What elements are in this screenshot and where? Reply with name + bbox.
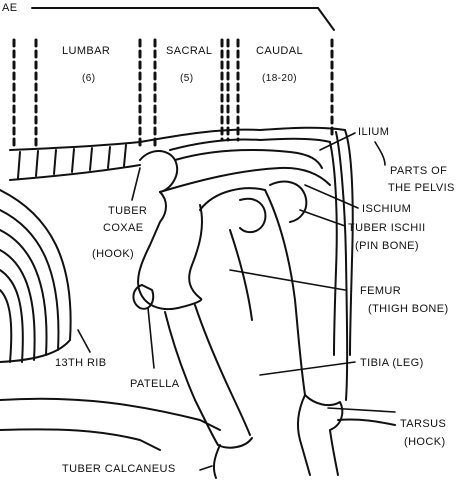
label-tuber: TUBER <box>108 205 147 218</box>
label-pin-bone: (PIN BONE) <box>355 240 419 253</box>
region-count-caudal: (18-20) <box>262 72 297 85</box>
label-tuber-calcaneus: TUBER CALCANEUS <box>62 463 176 476</box>
label-hook: (HOOK) <box>92 248 134 261</box>
label-ilium: ILIUM <box>358 126 389 139</box>
femur <box>138 192 202 309</box>
label-femur: FEMUR <box>360 285 401 298</box>
tibia <box>165 305 252 448</box>
cut-region-label: AE <box>2 2 17 15</box>
pelvis <box>140 150 330 232</box>
label-13th-rib: 13TH RIB <box>55 357 107 370</box>
label-coxae: COXAE <box>103 222 144 235</box>
label-tuber-ischii: TUBER ISCHII <box>348 222 426 235</box>
region-count-lumbar: (6) <box>82 72 95 85</box>
region-bracket <box>32 8 334 30</box>
label-tarsus: TARSUS <box>400 418 446 431</box>
label-thigh-bone: (THIGH BONE) <box>368 303 449 316</box>
label-tibia-leg: TIBIA (LEG) <box>360 357 424 370</box>
region-name-caudal: CAUDAL <box>256 45 303 58</box>
label-hock: (HOCK) <box>404 436 446 449</box>
label-the-pelvis: THE PELVIS <box>388 182 455 195</box>
label-parts-of: PARTS OF <box>390 165 447 178</box>
label-patella: PATELLA <box>130 378 179 391</box>
vertebral-column <box>10 128 353 355</box>
region-name-lumbar: LUMBAR <box>62 45 110 58</box>
label-ischium: ISCHIUM <box>362 203 411 216</box>
region-count-sacral: (5) <box>180 72 193 85</box>
rib-cage <box>0 190 71 362</box>
tarsus <box>214 395 342 478</box>
region-name-sacral: SACRAL <box>166 45 212 58</box>
